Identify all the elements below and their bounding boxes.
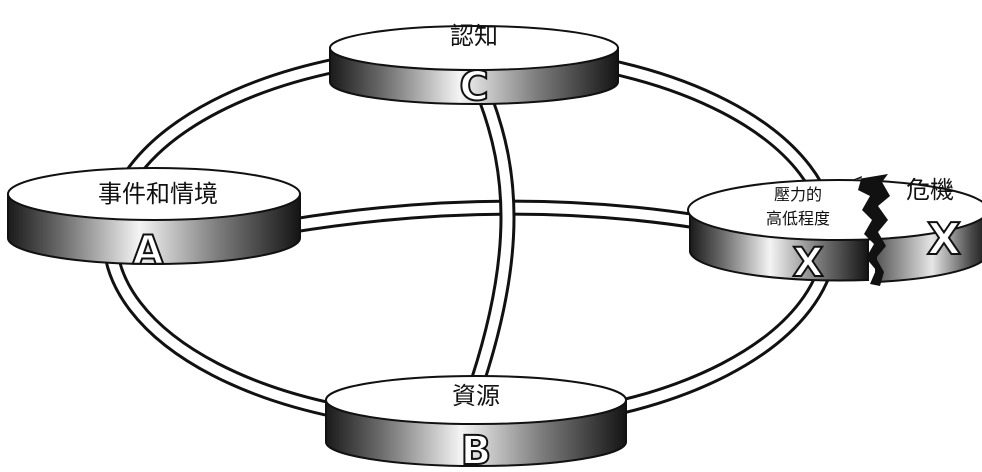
stress-label-line1: 壓力的: [774, 185, 822, 204]
resource-label: 資源: [452, 382, 500, 410]
crisis-letter: X: [927, 214, 961, 265]
stress-label-line2: 高低程度: [766, 209, 830, 228]
event-label: 事件和情境: [98, 180, 218, 208]
crisis-label: 危機: [906, 176, 954, 204]
cognition-letter: C: [459, 64, 488, 110]
node-event: 事件和情境 A: [7, 167, 301, 275]
node-resource: 資源 B: [325, 375, 627, 472]
crack-divider: [852, 174, 890, 286]
cognition-label: 認知: [450, 22, 498, 50]
node-cognition: 認知 C: [329, 22, 619, 111]
event-letter: A: [133, 228, 164, 274]
node-stress-crisis: 壓力的 高低程度 X 危機 X: [687, 174, 982, 287]
resource-letter: B: [461, 428, 492, 472]
stress-letter: X: [793, 240, 824, 286]
